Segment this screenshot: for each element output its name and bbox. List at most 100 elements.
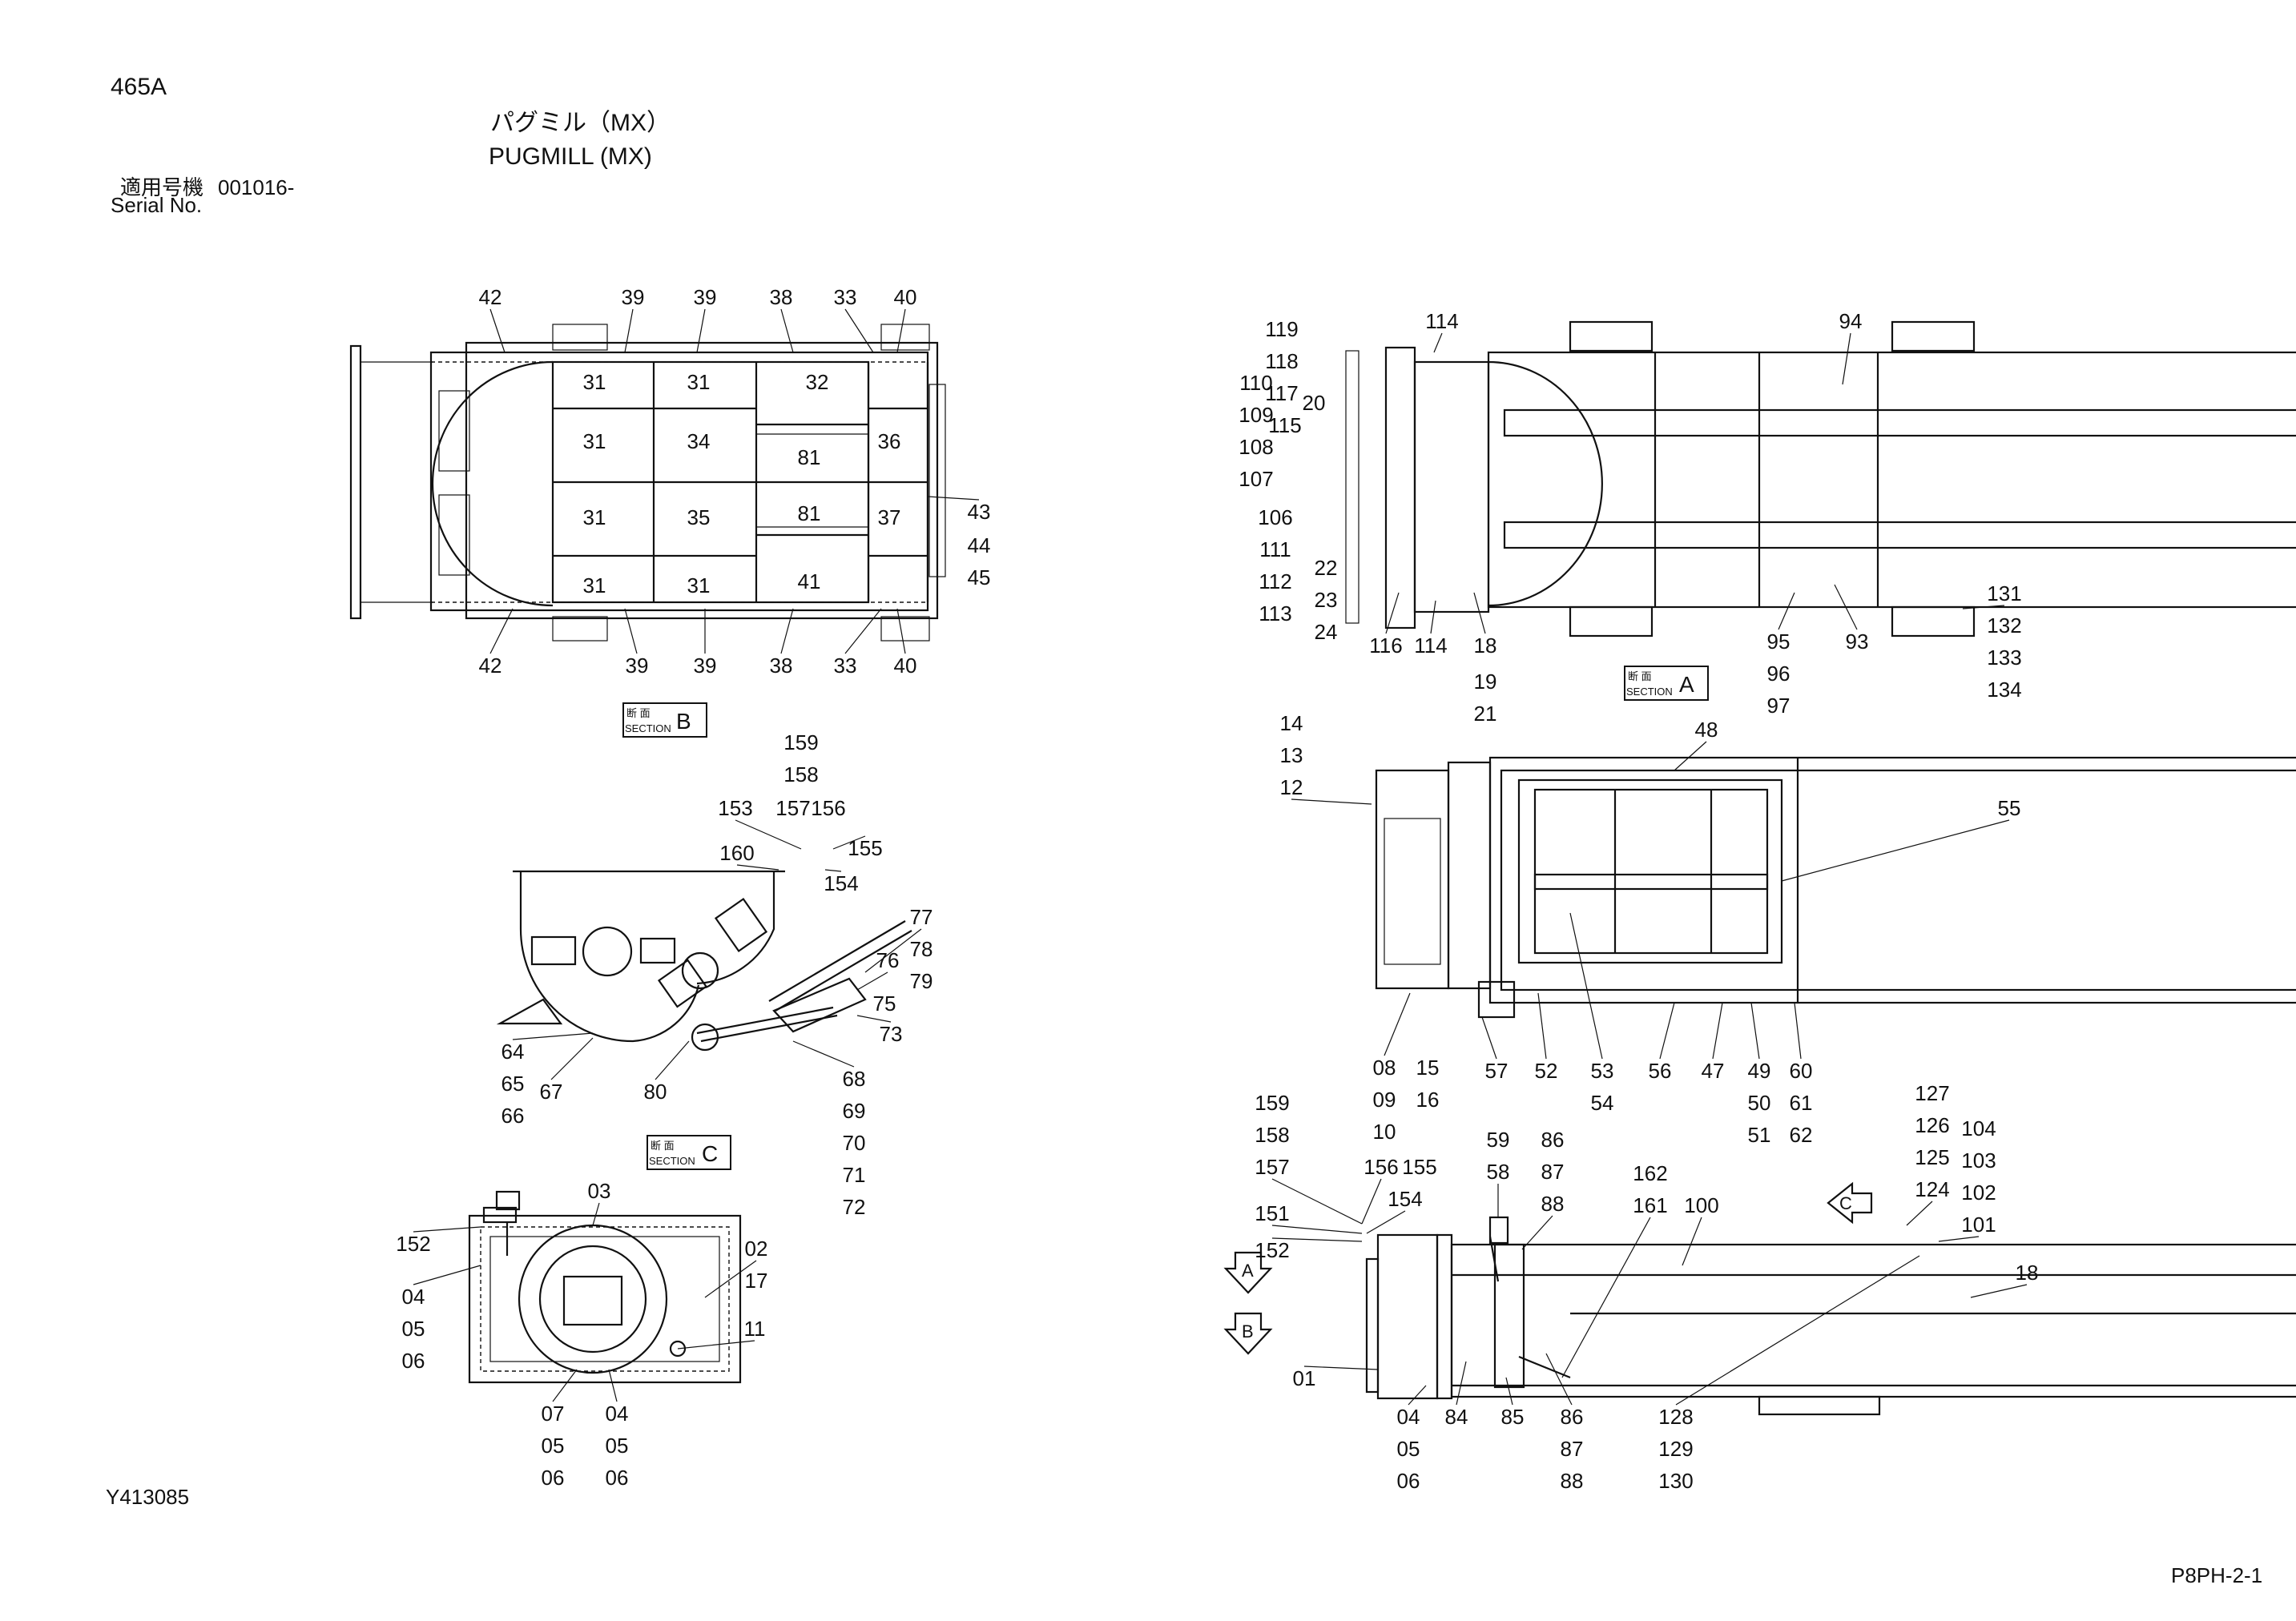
- leader-br-24: [1970, 1284, 2028, 1298]
- callout-br-17: 126: [1915, 1113, 1949, 1137]
- callout-tr-16: 23: [1315, 588, 1338, 612]
- svg-text:断 面: 断 面: [626, 707, 651, 719]
- callout-br-15: 100: [1684, 1193, 1718, 1217]
- leader-br-3: [1361, 1178, 1382, 1225]
- callout-br-3: 156: [1364, 1155, 1398, 1179]
- svg-text:A: A: [1679, 672, 1694, 697]
- svg-text:A: A: [1242, 1261, 1254, 1281]
- callout-sb-5: 40: [894, 285, 917, 309]
- callout-br-25: 01: [1293, 1366, 1316, 1390]
- callout-mr-21: 62: [1790, 1123, 1813, 1147]
- svg-text:SECTION: SECTION: [625, 722, 671, 734]
- callout-sc-20: 69: [843, 1099, 866, 1123]
- callout-sc-21: 70: [843, 1131, 866, 1155]
- callout-tr-5: 108: [1239, 435, 1273, 459]
- callout-bl-9: 05: [542, 1434, 565, 1458]
- callout-sc-18: 80: [644, 1080, 667, 1104]
- callout-br-29: 84: [1445, 1405, 1468, 1429]
- callout-tr-18: 116: [1369, 634, 1402, 658]
- leader-sb-26: [780, 608, 794, 654]
- leader-br-2: [1271, 1178, 1363, 1225]
- callout-sb-28: 40: [894, 654, 917, 678]
- paddle-shaft-top-view: [1345, 320, 2296, 638]
- callout-tr-27: 131: [1987, 581, 2021, 605]
- callout-mr-7: 10: [1373, 1120, 1396, 1144]
- leader-bl-8: [552, 1369, 578, 1402]
- callout-br-1: 158: [1255, 1123, 1289, 1147]
- callout-mr-16: 49: [1748, 1059, 1771, 1083]
- callout-sc-9: 78: [910, 937, 933, 961]
- callout-sc-5: 155: [848, 836, 882, 860]
- section-tag-a: 断 面 SECTION A: [1624, 666, 1709, 701]
- callout-bl-4: 04: [402, 1285, 425, 1309]
- leader-tr-27: [1962, 605, 2005, 609]
- callout-bl-13: 06: [606, 1466, 629, 1490]
- section-arrow-b: B: [1223, 1312, 1273, 1355]
- leader-br-34: [1675, 1255, 1920, 1406]
- callout-sc-6: 160: [719, 841, 754, 865]
- callout-br-22: 102: [1961, 1181, 1996, 1205]
- callout-br-12: 88: [1541, 1192, 1565, 1216]
- leader-mr-2: [1291, 798, 1372, 805]
- callout-sc-13: 73: [880, 1022, 903, 1046]
- title-english: PUGMILL (MX): [489, 143, 652, 170]
- drawing-number: Y413085: [106, 1485, 189, 1509]
- callout-sb-12: 36: [878, 429, 901, 453]
- svg-text:断 面: 断 面: [1628, 670, 1652, 682]
- title-japanese: パグミル（MX）: [490, 110, 671, 136]
- leader-sc-17: [550, 1037, 594, 1080]
- leader-sb-5: [896, 308, 906, 353]
- leader-sb-4: [844, 308, 874, 353]
- callout-tr-7: 115: [1268, 413, 1301, 437]
- callout-sc-17: 67: [540, 1080, 563, 1104]
- callout-br-5: 151: [1255, 1201, 1289, 1225]
- callout-tr-28: 132: [1987, 613, 2021, 638]
- callout-br-28: 06: [1397, 1469, 1420, 1493]
- leader-sc-6: [736, 864, 779, 871]
- callout-tr-14: 113: [1259, 601, 1291, 625]
- leader-br-6: [1366, 1210, 1406, 1234]
- section-c-cross-section: [496, 870, 912, 1052]
- callout-br-36: 130: [1658, 1469, 1693, 1493]
- callout-sb-2: 39: [694, 285, 717, 309]
- leader-mr-14: [1659, 1002, 1675, 1060]
- callout-tr-23: 95: [1767, 629, 1790, 654]
- leader-bl-1: [413, 1226, 481, 1233]
- callout-br-14: 161: [1633, 1193, 1667, 1217]
- section-arrow-a: A: [1223, 1251, 1273, 1294]
- callout-sb-8: 32: [806, 370, 829, 394]
- callout-sb-15: 81: [798, 501, 821, 525]
- leader-br-31: [1545, 1353, 1573, 1406]
- callout-sc-7: 154: [824, 871, 858, 895]
- callout-br-16: 127: [1915, 1081, 1949, 1105]
- callout-sb-17: 31: [583, 573, 606, 597]
- callout-tr-0: 119: [1265, 317, 1298, 341]
- callout-bl-12: 05: [606, 1434, 629, 1458]
- leader-br-15: [1682, 1217, 1702, 1266]
- callout-mr-6: 09: [1373, 1088, 1396, 1112]
- callout-br-9: 58: [1487, 1160, 1510, 1184]
- callout-mr-13: 54: [1591, 1091, 1614, 1115]
- leader-mr-16: [1750, 1002, 1760, 1060]
- callout-tr-26: 93: [1846, 629, 1869, 654]
- callout-sc-19: 68: [843, 1067, 866, 1091]
- leader-br-25: [1303, 1366, 1379, 1370]
- callout-sc-8: 77: [910, 905, 933, 929]
- leader-sb-2: [696, 308, 706, 353]
- callout-br-8: 59: [1487, 1128, 1510, 1152]
- callout-sc-22: 71: [843, 1163, 866, 1187]
- svg-text:SECTION: SECTION: [649, 1155, 695, 1167]
- callout-mr-18: 51: [1748, 1123, 1771, 1147]
- callout-sb-4: 33: [834, 285, 857, 309]
- callout-br-31: 86: [1561, 1405, 1584, 1429]
- callout-br-20: 104: [1961, 1116, 1996, 1140]
- callout-mr-5: 08: [1373, 1056, 1396, 1080]
- callout-mr-2: 12: [1280, 775, 1303, 799]
- callout-br-30: 85: [1501, 1405, 1525, 1429]
- callout-bl-10: 06: [542, 1466, 565, 1490]
- callout-mr-9: 16: [1416, 1088, 1440, 1112]
- callout-br-10: 86: [1541, 1128, 1565, 1152]
- callout-mr-10: 57: [1485, 1059, 1509, 1083]
